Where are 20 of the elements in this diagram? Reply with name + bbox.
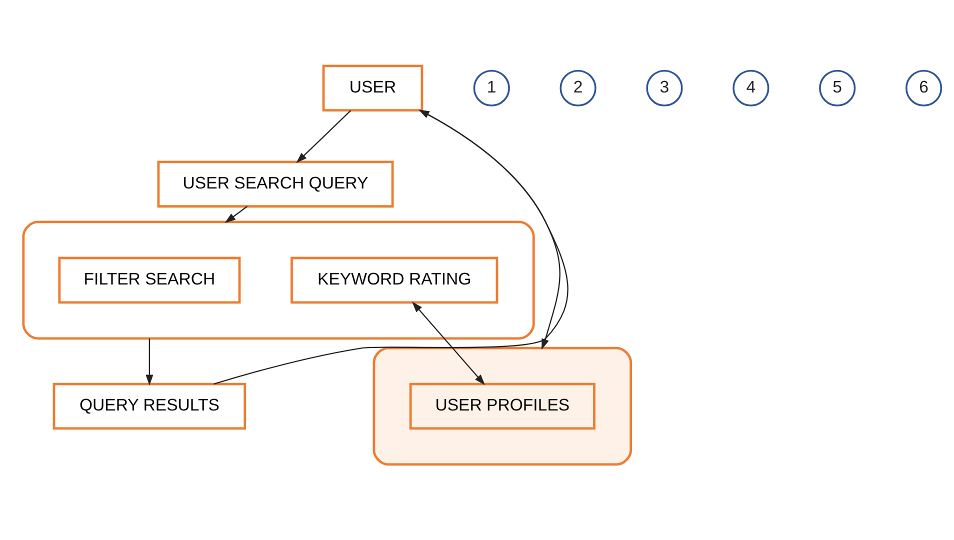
node-box: FILTER SEARCH <box>58 256 240 304</box>
node-box: USER <box>322 64 423 112</box>
node-circle: 6 <box>904 70 942 106</box>
node-box: USER PROFILES <box>408 382 595 430</box>
arrow <box>213 110 568 385</box>
arrow <box>412 302 484 386</box>
node-circle: 5 <box>818 70 856 106</box>
node-circle: 2 <box>559 70 596 106</box>
arrow <box>145 338 153 386</box>
arrow <box>419 110 560 350</box>
cluster <box>372 346 632 466</box>
node-circle: 4 <box>732 70 769 106</box>
node-circle: 3 <box>646 70 682 106</box>
arrow <box>296 110 351 164</box>
node-circle: 1 <box>472 70 510 106</box>
node-box: QUERY RESULTS <box>52 382 246 430</box>
cluster <box>22 220 534 340</box>
node-box: USER SEARCH QUERY <box>156 160 394 208</box>
node-box: KEYWORD RATING <box>290 256 498 304</box>
arrow <box>224 206 248 224</box>
